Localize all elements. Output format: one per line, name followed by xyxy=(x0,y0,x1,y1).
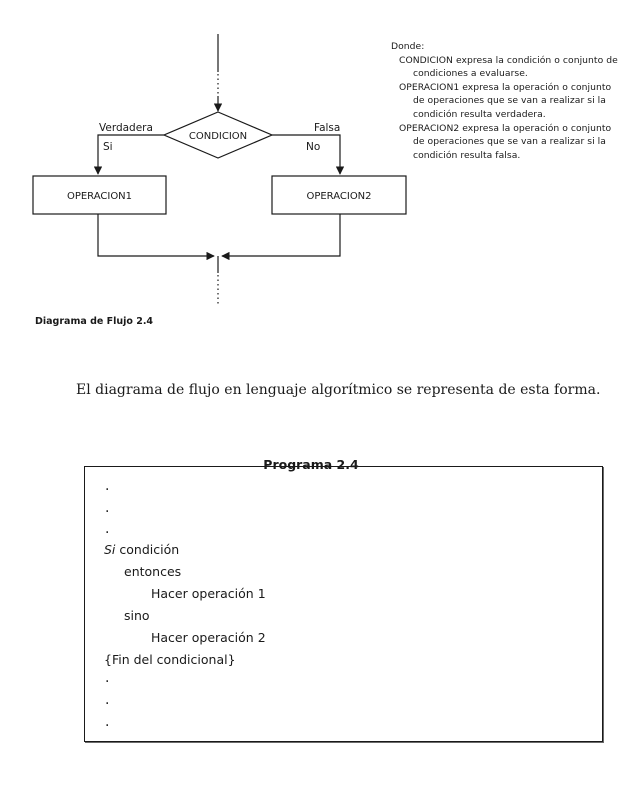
true-branch-line xyxy=(93,134,164,175)
legend-heading: Donde: xyxy=(391,41,425,52)
code-operation-2: Hacer operación 2 xyxy=(151,630,266,645)
true-label: Verdadera xyxy=(99,122,153,134)
program-box: . . . Si condición entonces Hacer operac… xyxy=(84,466,603,742)
decision-diamond xyxy=(162,111,274,159)
code-else-keyword: sino xyxy=(124,608,150,623)
legend-item-operation2: OPERACION2 expresa la operación o conjun… xyxy=(399,122,612,161)
code-if-keyword: Si xyxy=(104,542,116,557)
merge-left-line xyxy=(97,214,215,261)
legend-item-operation1: OPERACION1 expresa la operación o conjun… xyxy=(399,81,612,120)
program-title: Programa 2.4 xyxy=(263,457,359,472)
code-then-keyword: entonces xyxy=(124,564,182,579)
false-branch-line xyxy=(272,134,345,175)
operation1-box xyxy=(32,175,167,215)
code-dot-4: . xyxy=(105,670,110,686)
false-label: Falsa xyxy=(314,122,340,134)
flowchart-legend: Donde: CONDICION expresa la condición o … xyxy=(391,40,619,162)
code-dot-6: . xyxy=(105,714,110,730)
flowchart-diagram: CONDICION Verdadera Falsa Si No OPERACIO… xyxy=(32,34,407,306)
code-dot-5: . xyxy=(105,692,110,708)
no-label: No xyxy=(306,141,320,153)
decision-label: CONDICION xyxy=(189,131,247,142)
legend-item-condition: CONDICION expresa la condición o conjunt… xyxy=(399,54,618,80)
code-condition: condición xyxy=(119,542,180,557)
operation2-label: OPERACION2 xyxy=(306,191,371,202)
operation1-label: OPERACION1 xyxy=(67,191,132,202)
code-operation-1: Hacer operación 1 xyxy=(151,586,266,601)
operation2-box xyxy=(271,175,407,215)
code-end-comment: {Fin del condicional} xyxy=(104,652,236,667)
code-if-line: Si condición xyxy=(104,542,179,557)
yes-label: Si xyxy=(103,141,113,153)
intro-paragraph: El diagrama de flujo en lenguaje algorít… xyxy=(76,382,601,398)
code-dot-1: . xyxy=(105,478,110,494)
code-dot-2: . xyxy=(105,500,110,516)
figure-caption: Diagrama de Flujo 2.4 xyxy=(35,316,154,327)
code-dot-3: . xyxy=(105,521,110,537)
merge-right-line xyxy=(221,214,341,261)
